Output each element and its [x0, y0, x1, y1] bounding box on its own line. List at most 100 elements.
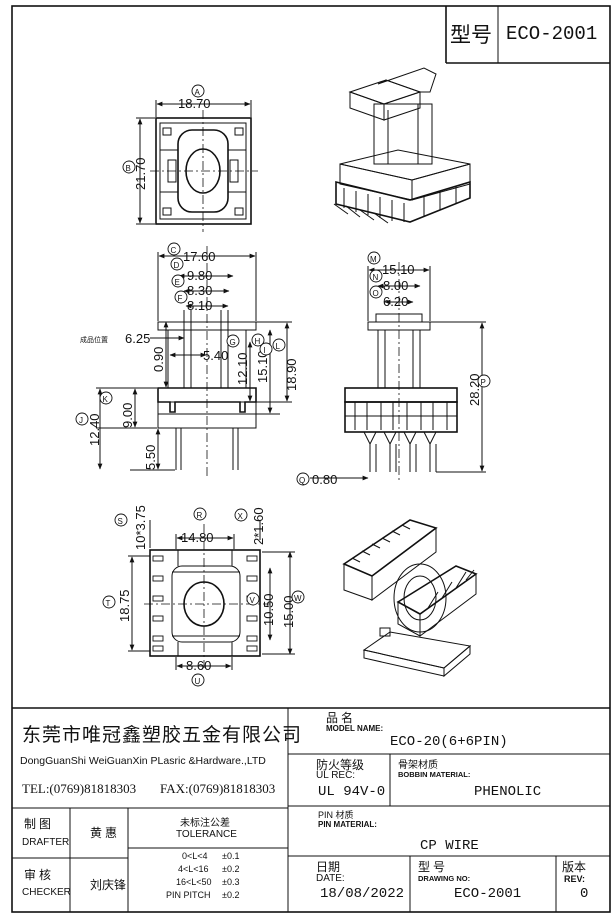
fire-rating-label-en: UL REC:: [316, 770, 356, 781]
drafter-name: 黄 惠: [90, 826, 118, 840]
tolerance-value: ±0.2: [222, 864, 240, 874]
side-view: [310, 262, 486, 481]
model-number: ECO-2001: [506, 23, 598, 45]
balloon-h: H: [255, 337, 261, 346]
dim-s-value: 10*3.75: [133, 505, 148, 550]
technical-drawing: 18.70 21.70 17.60 9.80 8.30 8.10 6.25 5.…: [75, 67, 491, 687]
tolerance-range: PIN PITCH: [166, 890, 211, 900]
tolerance-label-en: TOLERANCE: [176, 829, 237, 840]
dim-h-value: 12.10: [235, 352, 250, 385]
model-name-label-cn: 品 名: [326, 711, 354, 725]
balloon-l: L: [276, 342, 281, 351]
balloon-i: I: [264, 346, 266, 355]
pin-material-value: CP WIRE: [420, 838, 479, 854]
checker-label-cn: 审 核: [24, 868, 52, 882]
tolerance-value: ±0.3: [222, 877, 240, 887]
dim-v-value: 10.50: [261, 593, 276, 626]
drafter-label-cn: 制 图: [24, 817, 52, 831]
dim-side-b-value: 0.90: [151, 347, 166, 372]
dim-n-value: 8.00: [383, 278, 408, 293]
company-fax: FAX:(0769)81818303: [160, 781, 276, 796]
dim-b-value: 21.70: [133, 157, 148, 190]
dim-f-value: 8.10: [187, 298, 212, 313]
balloon-c: C: [171, 246, 177, 255]
date-label-en: DATE:: [316, 873, 345, 884]
date-value: 18/08/2022: [320, 886, 405, 902]
company-name-en: DongGuanShi WeiGuanXin PLasric &Hardware…: [20, 755, 266, 767]
date-label-cn: 日期: [316, 860, 341, 874]
dim-l-value: 18.90: [284, 358, 299, 391]
tolerance-label-cn: 未标注公差: [180, 818, 230, 829]
tolerance-value: ±0.1: [222, 851, 240, 861]
company-name-cn: 东莞市唯冠鑫塑胶五金有限公司: [22, 725, 303, 746]
bobbin-material-value: PHENOLIC: [474, 784, 542, 800]
balloon-a: A: [195, 88, 201, 97]
dim-t-value: 18.75: [117, 589, 132, 622]
balloon-d: D: [174, 261, 180, 270]
dim-r-value: 14.80: [181, 530, 214, 545]
drafter-label-en: DRAFTER: [22, 837, 70, 848]
balloon-t: T: [106, 599, 111, 608]
tolerance-range: 0<L<4: [182, 851, 208, 861]
dim-c-value: 17.60: [183, 249, 216, 264]
letter-balloons: A B C D E F G H I L J K M N O P Q R S T …: [75, 84, 491, 687]
balloon-s: S: [118, 517, 123, 526]
rev-label-en: REV:: [564, 874, 586, 884]
balloon-u: U: [195, 677, 201, 686]
balloon-p: P: [481, 378, 486, 387]
marker-note: 成品位置: [80, 335, 108, 344]
checker-label-en: CHECKER: [22, 887, 71, 898]
drawing-no-label-en: DRAWING NO:: [418, 874, 471, 883]
rev-label-cn: 版本: [562, 860, 587, 874]
bobbin-material-label-cn: 骨架材质: [398, 760, 438, 771]
bottom-view: [128, 520, 295, 670]
balloon-r: R: [197, 511, 203, 520]
dim-e-value: 8.30: [187, 283, 212, 298]
balloon-x: X: [238, 512, 244, 521]
balloon-q: Q: [299, 476, 305, 485]
drawing-no-label-cn: 型 号: [418, 860, 446, 874]
checker-name: 刘庆锋: [90, 878, 127, 892]
dim-d-value: 9.80: [187, 268, 212, 283]
dim-q-value: 0.80: [312, 472, 337, 487]
balloon-e: E: [175, 278, 180, 287]
dim-a-value: 18.70: [178, 96, 211, 111]
pin-material-label-en: PIN MATERIAL:: [318, 820, 377, 829]
dim-side-a-value: 6.25: [125, 331, 150, 346]
balloon-w: W: [294, 594, 302, 603]
dim-k-value: 9.00: [120, 403, 135, 428]
balloon-g: G: [230, 338, 236, 347]
balloon-k: K: [103, 395, 109, 404]
balloon-m: M: [370, 255, 377, 264]
dim-j-value: 12.40: [87, 413, 102, 446]
dimension-labels: 18.70 21.70 17.60 9.80 8.30 8.10 6.25 5.…: [80, 96, 482, 673]
pin-material-label-cn: PIN 材质: [318, 810, 354, 820]
dim-o-value: 6.20: [383, 294, 408, 309]
drawing-no-value: ECO-2001: [454, 886, 522, 902]
company-tel: TEL:(0769)81818303: [22, 781, 137, 796]
balloon-j: J: [79, 416, 83, 425]
top-view: [136, 100, 258, 232]
dim-g-value: 5.40: [203, 348, 228, 363]
dim-m-value: 15.10: [382, 262, 415, 277]
balloon-n: N: [373, 273, 379, 282]
dim-i-value: 15.10: [255, 350, 270, 383]
fire-rating-label-cn: 防火等级: [316, 758, 365, 772]
dim-x-value: 2*1.60: [251, 507, 266, 545]
balloon-b: B: [126, 164, 131, 173]
dim-side-c-value: 5.50: [143, 445, 158, 470]
balloon-v: V: [250, 596, 256, 605]
front-view: [96, 246, 292, 478]
tolerance-range: 16<L<50: [176, 877, 212, 887]
model-label: 型号: [450, 23, 492, 47]
dim-u-value: 8.60: [186, 658, 211, 673]
fire-rating-value: UL 94V-0: [318, 784, 386, 800]
bobbin-material-label-en: BOBBIN MATERIAL:: [398, 770, 471, 779]
model-name-label-en: MODEL NAME:: [326, 724, 384, 733]
dim-w-value: 15.00: [281, 595, 296, 628]
model-name-value: ECO-20(6+6PIN): [390, 734, 508, 750]
balloon-f: F: [178, 294, 183, 303]
balloon-o: O: [373, 289, 379, 298]
